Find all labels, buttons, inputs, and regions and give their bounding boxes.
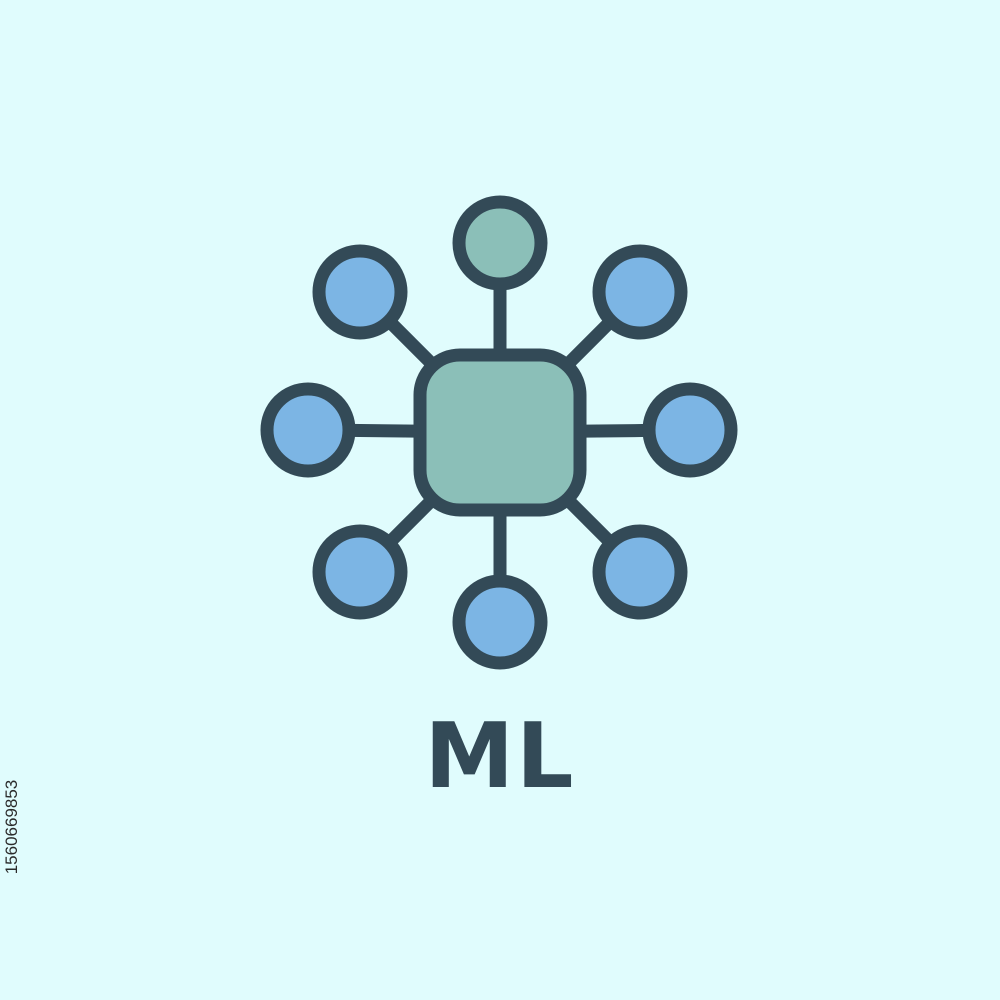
node-left-icon bbox=[260, 382, 356, 478]
node-bottom-right-icon bbox=[592, 524, 688, 620]
node-right-icon bbox=[642, 382, 738, 478]
node-bottom-icon bbox=[452, 574, 548, 670]
node-top-icon bbox=[452, 195, 548, 291]
node-top-right-icon bbox=[592, 244, 688, 340]
satellite-nodes bbox=[260, 195, 738, 670]
node-top-left-icon bbox=[312, 244, 408, 340]
stock-id-watermark: 1560669853 bbox=[2, 779, 21, 875]
ml-label: ML bbox=[424, 704, 576, 809]
hub-node-icon bbox=[413, 348, 587, 517]
node-bottom-left-icon bbox=[312, 524, 408, 620]
